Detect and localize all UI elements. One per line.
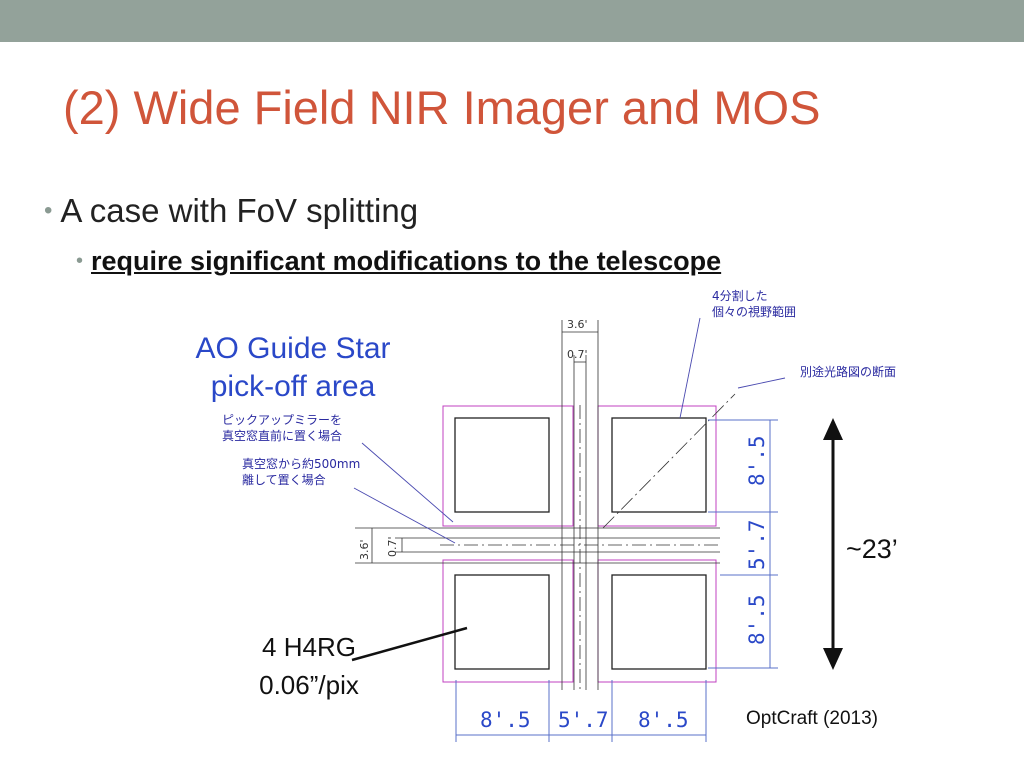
bullet-marker: • <box>76 250 84 272</box>
ao-label-line2: pick-off area <box>210 370 376 403</box>
detector-bl <box>454 574 550 670</box>
credit-label: OptCraft (2013) <box>746 708 878 729</box>
field-size-label: ~23’ <box>846 534 898 564</box>
dim-right-top: 8'.5 <box>745 435 769 486</box>
annotation-mirror-line1: ピックアップミラーを <box>222 413 342 427</box>
magenta-outline-tl <box>442 405 574 527</box>
dim-bottom-mid: 5'.7 <box>558 708 609 732</box>
cross-lines <box>355 320 720 690</box>
dim-top-outer: 3.6' <box>567 318 588 331</box>
detector-tr <box>611 417 707 513</box>
dim-right-bottom: 8'.5 <box>745 594 769 645</box>
annotation-window-line2: 離して置く場合 <box>242 472 326 487</box>
dim-right-mid: 5'.7 <box>745 519 769 570</box>
bullet-1-text: A case with FoV splitting <box>60 192 419 229</box>
top-bar <box>0 0 1024 42</box>
detector-label: 4 H4RG 0.06”/pix <box>226 628 392 704</box>
detector-line1: 4 H4RG <box>262 632 356 662</box>
center-lines <box>440 405 720 690</box>
bullet-2-text: require significant modifications to the… <box>91 246 722 276</box>
dim-left-outer: 3.6' <box>358 539 371 560</box>
ao-label-line1: AO Guide Star <box>195 332 391 365</box>
right-blue-dimension <box>708 419 778 669</box>
detector-br <box>611 574 707 670</box>
bullet-marker: • <box>44 197 53 224</box>
ao-guide-star-label: AO Guide Star pick-off area <box>160 330 426 406</box>
dim-top-inner: 0.7' <box>567 348 588 361</box>
annotation-mirror-line2: 真空窓直前に置く場合 <box>222 428 342 443</box>
magenta-outline-bl <box>442 559 574 683</box>
section-line <box>602 393 736 529</box>
dim-bottom-left: 8'.5 <box>480 708 531 732</box>
dim-bottom-right: 8'.5 <box>638 708 689 732</box>
bullet-level-1: • A case with FoV splitting <box>44 192 418 230</box>
top-dimension <box>562 331 598 363</box>
bottom-blue-dimension <box>455 680 707 742</box>
detector-squares <box>454 417 707 670</box>
annotation-window-line1: 真空窓から約500mm <box>242 456 360 471</box>
left-dimension <box>371 528 403 563</box>
dim-left-inner: 0.7' <box>386 536 399 557</box>
detector-pointer <box>351 626 468 662</box>
slide-title: (2) Wide Field NIR Imager and MOS <box>63 81 821 134</box>
detector-line2: 0.06”/pix <box>259 670 359 700</box>
detector-tl <box>454 417 550 513</box>
annotation-leaders <box>353 317 786 544</box>
field-size-arrow <box>823 418 843 670</box>
annotation-split-fov-line1: 4分割した <box>712 288 768 303</box>
annotation-separate-path: 別途光路図の断面 <box>800 364 896 379</box>
annotation-split-fov-line2: 個々の視野範囲 <box>712 304 796 319</box>
bullet-level-2: • require significant modifications to th… <box>76 246 721 277</box>
